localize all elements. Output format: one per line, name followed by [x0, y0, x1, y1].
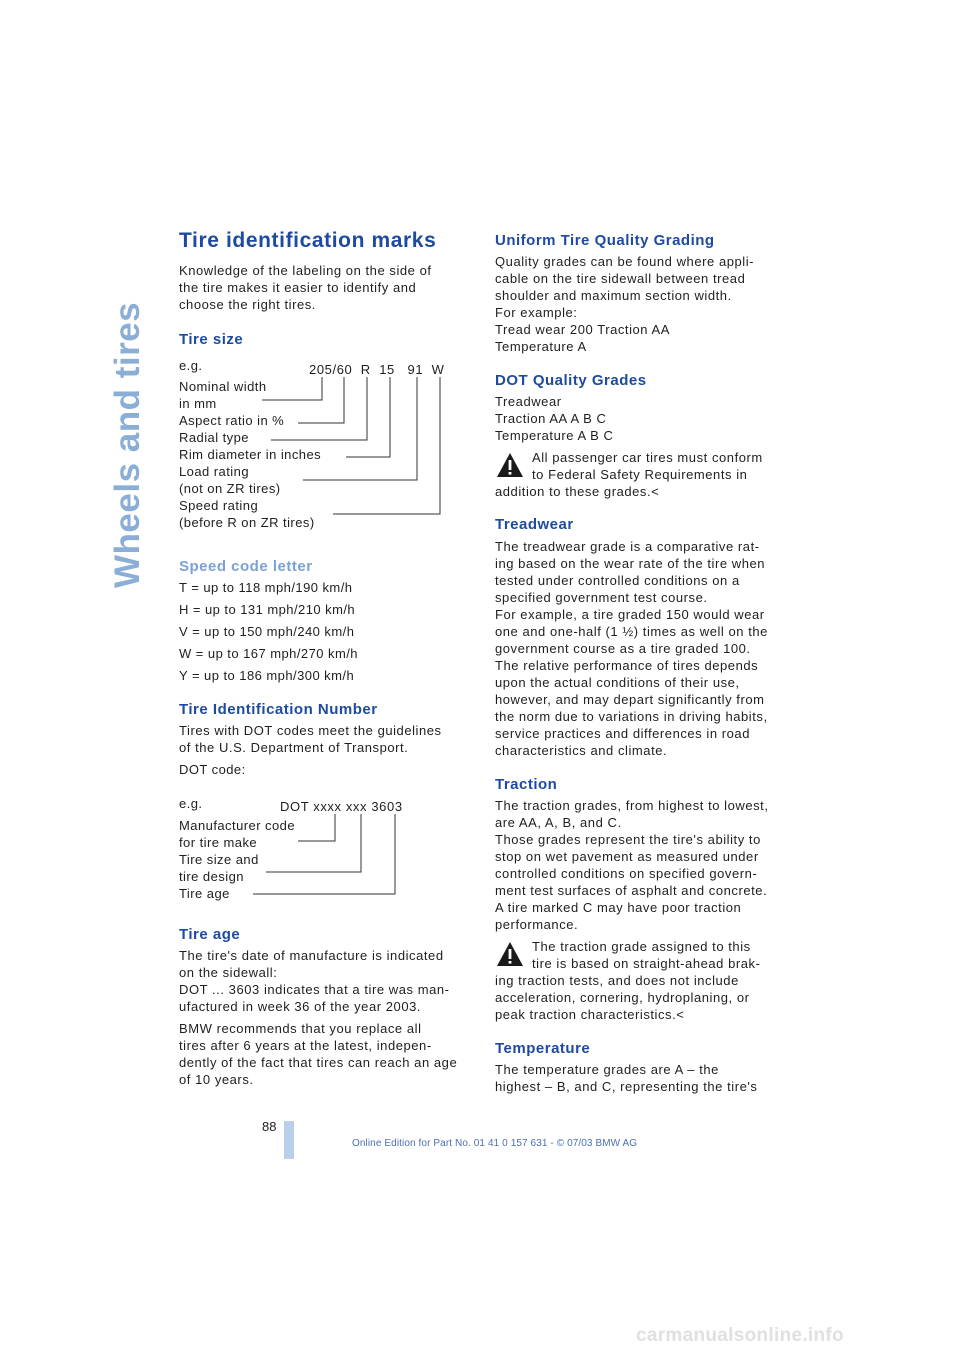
warning-icon — [495, 940, 525, 968]
label-radial-type: Radial type — [179, 430, 249, 445]
treadwear-text: The treadwear grade is a comparative rat… — [495, 539, 768, 758]
dot-grades-warning-cont: addition to these grades.< — [495, 484, 660, 499]
traction-text: The traction grades, from highest to low… — [495, 798, 769, 932]
page-number: 88 — [262, 1119, 277, 1134]
speed-code-item: H = up to 131 mph/210 km/h — [179, 602, 356, 617]
traction-warning: The traction grade assigned to this tire… — [532, 939, 761, 971]
warning-icon — [495, 451, 525, 479]
label-rim-diameter: Rim diameter in inches — [179, 447, 322, 462]
page-title: Tire identification marks — [179, 229, 437, 252]
page-marker-bar — [284, 1121, 294, 1159]
tin-text: Tires with DOT codes meet the guidelines… — [179, 723, 442, 755]
label-speed-rating: Speed rating — [179, 498, 259, 513]
tire-age-recommendation: BMW recommends that you replace all tire… — [179, 1021, 458, 1087]
dot-grades-warning: All passenger car tires must conform to … — [532, 450, 763, 482]
dot-code-sample: DOT xxxx xxx 3603 — [280, 799, 403, 814]
intro-text: Knowledge of the labeling on the side of… — [179, 263, 432, 312]
utqg-text: Quality grades can be found where appli-… — [495, 254, 755, 354]
label-manufacturer-code-note: for tire make — [179, 835, 258, 850]
treadwear-heading: Treadwear — [495, 516, 574, 533]
dot-code-label: DOT code: — [179, 762, 246, 777]
label-tire-size-design: Tire size and — [179, 852, 259, 867]
temperature-text: The temperature grades are A – the highe… — [495, 1062, 758, 1094]
label-aspect-ratio: Aspect ratio in % — [179, 413, 285, 428]
dot-eg: e.g. — [179, 796, 203, 811]
label-manufacturer-code: Manufacturer code — [179, 818, 296, 833]
speed-code-item: V = up to 150 mph/240 km/h — [179, 624, 355, 639]
temperature-heading: Temperature — [495, 1040, 591, 1057]
label-load-rating-note: (not on ZR tires) — [179, 481, 281, 496]
callout-line — [298, 377, 345, 424]
callout-line — [333, 377, 441, 515]
label-tire-age: Tire age — [179, 886, 230, 901]
tire-size-heading: Tire size — [179, 331, 244, 348]
label-load-rating: Load rating — [179, 464, 250, 479]
utqg-heading: Uniform Tire Quality Grading — [495, 232, 715, 249]
label-tire-size-design-note: tire design — [179, 869, 244, 884]
dot-grades-heading: DOT Quality Grades — [495, 372, 647, 389]
tin-heading: Tire Identification Number — [179, 701, 378, 718]
watermark: carmanualsonline.info — [636, 1325, 844, 1346]
label-nominal-width-unit: in mm — [179, 396, 217, 411]
speed-code-heading: Speed code letter — [179, 558, 313, 575]
callout-line — [262, 377, 323, 401]
label-nominal-width: Nominal width — [179, 379, 267, 394]
callout-line — [266, 814, 362, 873]
callout-line — [271, 377, 368, 441]
traction-warning-cont: ing traction tests, and does not include… — [495, 973, 750, 1022]
tire-age-text: The tire's date of manufacture is indica… — [179, 948, 450, 1014]
traction-heading: Traction — [495, 776, 558, 793]
tire-age-heading: Tire age — [179, 926, 241, 943]
speed-code-item: T = up to 118 mph/190 km/h — [179, 580, 353, 595]
speed-code-item: W = up to 167 mph/270 km/h — [179, 646, 358, 661]
dot-grades-text: Treadwear Traction AA A B C Temperature … — [495, 394, 614, 443]
speed-code-item: Y = up to 186 mph/300 km/h — [179, 668, 355, 683]
callout-line — [253, 814, 396, 895]
callout-line — [303, 377, 418, 481]
label-speed-rating-note: (before R on ZR tires) — [179, 515, 315, 530]
callout-line — [298, 814, 336, 842]
edition-note: Online Edition for Part No. 01 41 0 157 … — [352, 1138, 638, 1149]
tire-size-eg: e.g. — [179, 358, 203, 373]
tire-size-code: 205/60 R 15 91 W — [309, 362, 445, 377]
callout-line — [346, 377, 391, 458]
